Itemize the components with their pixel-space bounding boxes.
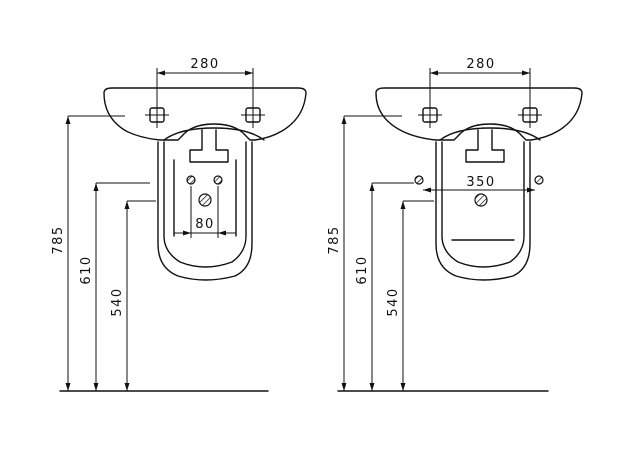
right-dim-785: 785 — [327, 115, 402, 391]
left-basin-view: 280 80 785 610 — [51, 57, 307, 392]
right-dim-280-label: 280 — [466, 57, 495, 72]
right-bowl-rim — [439, 127, 541, 141]
right-wall-hole-left — [414, 175, 424, 185]
left-fix-hole-2 — [213, 175, 223, 185]
left-fix-hole-1 — [186, 175, 196, 185]
left-bowl-rim — [163, 127, 265, 141]
left-dim-785: 785 — [51, 115, 125, 391]
right-waste-hole — [474, 193, 488, 207]
left-dim-610-label: 610 — [79, 255, 94, 284]
left-dim-80-label: 80 — [195, 217, 215, 232]
right-dim-610-label: 610 — [355, 255, 370, 284]
left-tap-hole-left — [145, 102, 169, 128]
left-pedestal-outline — [157, 141, 253, 281]
left-basin-outline — [103, 87, 307, 141]
left-tap-hole-right — [241, 102, 265, 128]
right-basin-view: 280 350 785 610 — [327, 57, 583, 392]
right-dim-350-label: 350 — [466, 175, 495, 190]
right-dim-610: 610 — [355, 182, 414, 391]
right-pedestal-outline — [435, 141, 531, 281]
right-dim-540-label: 540 — [386, 287, 401, 316]
left-dim-280-label: 280 — [190, 57, 219, 72]
left-dim-610: 610 — [79, 182, 150, 391]
right-basin-outline — [375, 87, 583, 141]
right-tap-hole-left — [418, 102, 442, 128]
left-waste-hole — [198, 193, 212, 207]
left-dim-540-label: 540 — [110, 287, 125, 316]
right-wall-hole-right — [534, 175, 544, 185]
right-dim-350: 350 — [423, 175, 535, 193]
right-dim-280: 280 — [429, 57, 531, 104]
right-dim-540: 540 — [386, 200, 434, 391]
right-tap-hole-right — [518, 102, 542, 128]
left-dim-540: 540 — [110, 200, 156, 391]
left-dim-80: 80 — [174, 186, 236, 238]
right-dim-785-label: 785 — [327, 225, 342, 254]
left-dim-785-label: 785 — [51, 225, 66, 254]
left-dim-280: 280 — [156, 57, 254, 104]
right-drain-block — [465, 129, 505, 163]
left-pedestal-inner — [163, 141, 247, 268]
left-drain-block — [189, 129, 229, 163]
right-pedestal-inner — [441, 141, 525, 268]
